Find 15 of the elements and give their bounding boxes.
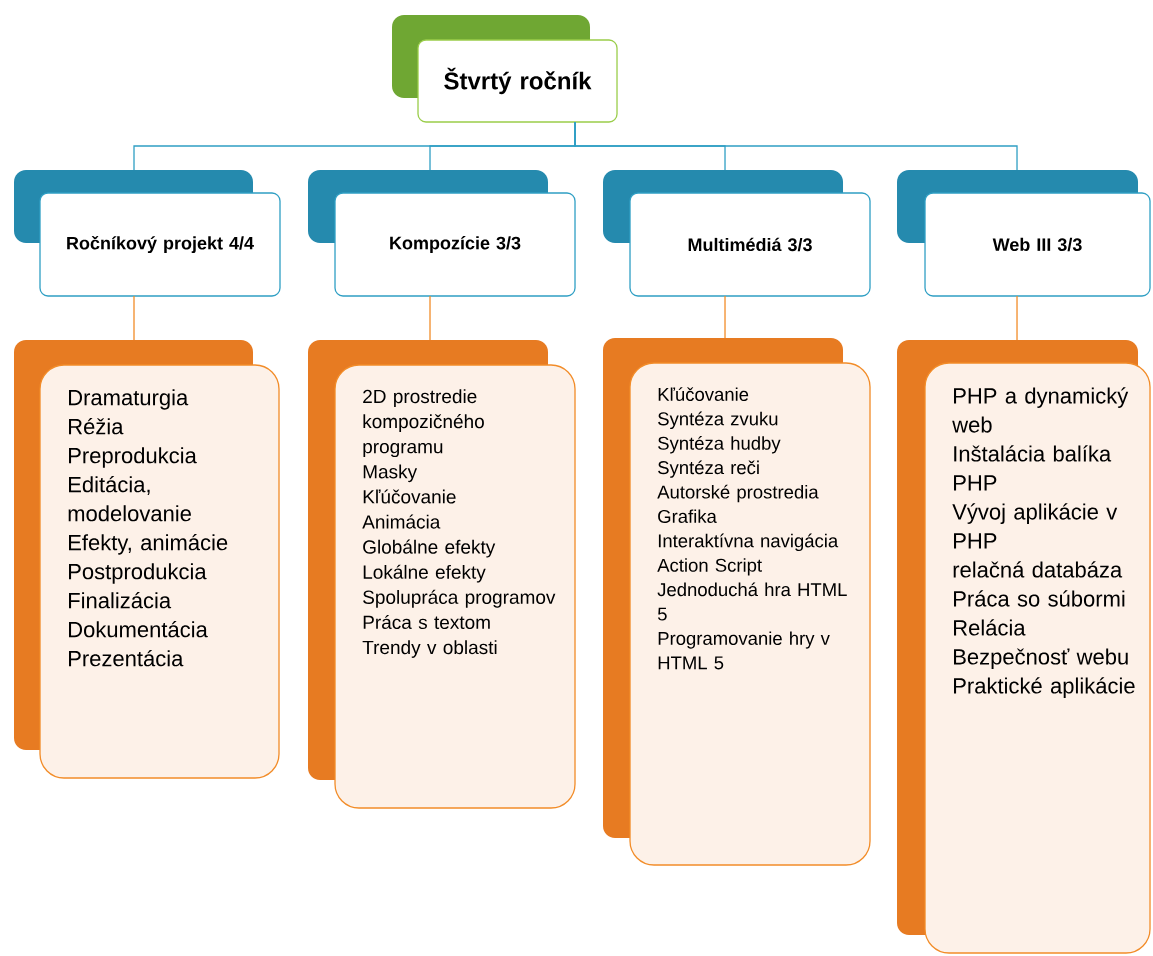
topic-card: Kompozície 3/3 (308, 170, 576, 297)
topic-card: Web III 3/3 (897, 170, 1151, 297)
subject-list-card: Kľúčovanie Syntéza zvuku Syntéza hudby Syntéza reči Autorské prostredia Grafika Interaktívna navigácia Action Script Jednoduchá hra HTML 5 Programovanie hry v HTML 5 (603, 338, 871, 866)
topic-card: Multimédiá 3/3 (603, 170, 871, 297)
subject-list-card: 2D prostredie kompozičného programu Masky Kľúčovanie Animácia Globálne efekty Lokálne efekty Spolupráca programov Práca s textom Trendy v oblasti (308, 340, 576, 809)
subject-list-card: Dramaturgia Réžia Preprodukcia Editácia, modelovanie Efekty, animácie Postprodukcia Finalizácia Dokumentácia Prezentácia (14, 340, 280, 779)
connector-line (429, 295, 431, 341)
connector-line (1016, 295, 1018, 341)
node-label: Web III 3/3 (992, 237, 1082, 252)
connector-line (724, 295, 726, 339)
topic-card: Ročníkový projekt 4/4 (14, 170, 281, 297)
connector-line (574, 121, 1018, 171)
connector-line (133, 295, 135, 341)
title-card: Štvrtý ročník (392, 15, 618, 123)
subject-list-card: PHP a dynamický web Inštalácia balíka PHP Vývoj aplikácie v PHP relačná databáza Práca so súbormi Relácia Bezpečnosť webu Praktické aplikácie (897, 340, 1151, 954)
